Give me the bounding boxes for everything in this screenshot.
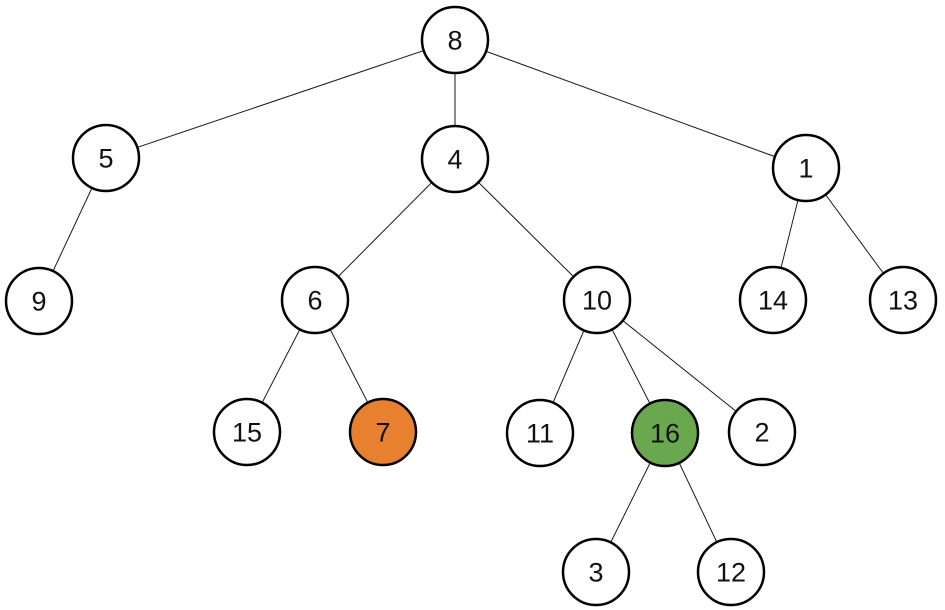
- tree-node-15[interactable]: 15: [212, 397, 282, 467]
- tree-node-label-9: 9: [31, 286, 46, 316]
- tree-node-8[interactable]: 8: [420, 5, 490, 75]
- tree-node-circle-13[interactable]: [868, 265, 938, 335]
- tree-node-label-11: 11: [526, 418, 554, 448]
- tree-node-circle-8[interactable]: [420, 5, 490, 75]
- tree-node-circle-14[interactable]: [738, 265, 808, 335]
- tree-edge-8-5: [105, 39, 456, 159]
- tree-node-label-14: 14: [758, 285, 788, 315]
- tree-node-label-1: 1: [798, 153, 813, 183]
- tree-node-label-12: 12: [716, 557, 746, 587]
- tree-node-label-3: 3: [588, 557, 603, 587]
- tree-node-label-10: 10: [582, 285, 612, 315]
- tree-node-label-5: 5: [98, 143, 113, 173]
- tree-node-label-8: 8: [447, 25, 462, 55]
- tree-edge-8-1: [454, 39, 807, 169]
- tree-node-16[interactable]: 16: [630, 398, 700, 468]
- tree-node-14[interactable]: 14: [738, 265, 808, 335]
- tree-node-10[interactable]: 10: [562, 265, 632, 335]
- tree-node-label-15: 15: [232, 417, 262, 447]
- tree-node-circle-6[interactable]: [280, 265, 350, 335]
- tree-node-circle-10[interactable]: [562, 265, 632, 335]
- tree-node-circle-16[interactable]: [630, 398, 700, 468]
- tree-node-12[interactable]: 12: [696, 537, 766, 607]
- tree-node-circle-12[interactable]: [696, 537, 766, 607]
- tree-node-label-16: 16: [650, 418, 680, 448]
- tree-node-4[interactable]: 4: [420, 124, 490, 194]
- tree-node-5[interactable]: 5: [71, 123, 141, 193]
- tree-node-7[interactable]: 7: [348, 397, 418, 467]
- tree-node-6[interactable]: 6: [280, 265, 350, 335]
- tree-node-circle-1[interactable]: [771, 133, 841, 203]
- tree-node-circle-5[interactable]: [71, 123, 141, 193]
- tree-node-circle-15[interactable]: [212, 397, 282, 467]
- tree-node-circle-3[interactable]: [561, 537, 631, 607]
- tree-node-13[interactable]: 13: [868, 265, 938, 335]
- tree-node-label-7: 7: [375, 417, 390, 447]
- tree-node-circle-4[interactable]: [420, 124, 490, 194]
- tree-node-3[interactable]: 3: [561, 537, 631, 607]
- tree-node-11[interactable]: 11: [505, 398, 575, 468]
- tree-node-circle-9[interactable]: [4, 266, 74, 336]
- tree-node-label-6: 6: [307, 285, 322, 315]
- tree-node-9[interactable]: 9: [4, 266, 74, 336]
- tree-node-1[interactable]: 1: [771, 133, 841, 203]
- tree-node-circle-7[interactable]: [348, 397, 418, 467]
- tree-node-label-2: 2: [754, 417, 769, 447]
- tree-node-label-4: 4: [447, 144, 462, 174]
- tree-node-2[interactable]: 2: [727, 397, 797, 467]
- nodes-layer: 8 5 4 1 9 6 10 14 13 15 7 11 16 2 3 12: [4, 5, 938, 607]
- tree-node-circle-2[interactable]: [727, 397, 797, 467]
- tree-node-label-13: 13: [888, 285, 918, 315]
- tree-node-circle-11[interactable]: [505, 398, 575, 468]
- tree-edge-10-2: [596, 299, 763, 433]
